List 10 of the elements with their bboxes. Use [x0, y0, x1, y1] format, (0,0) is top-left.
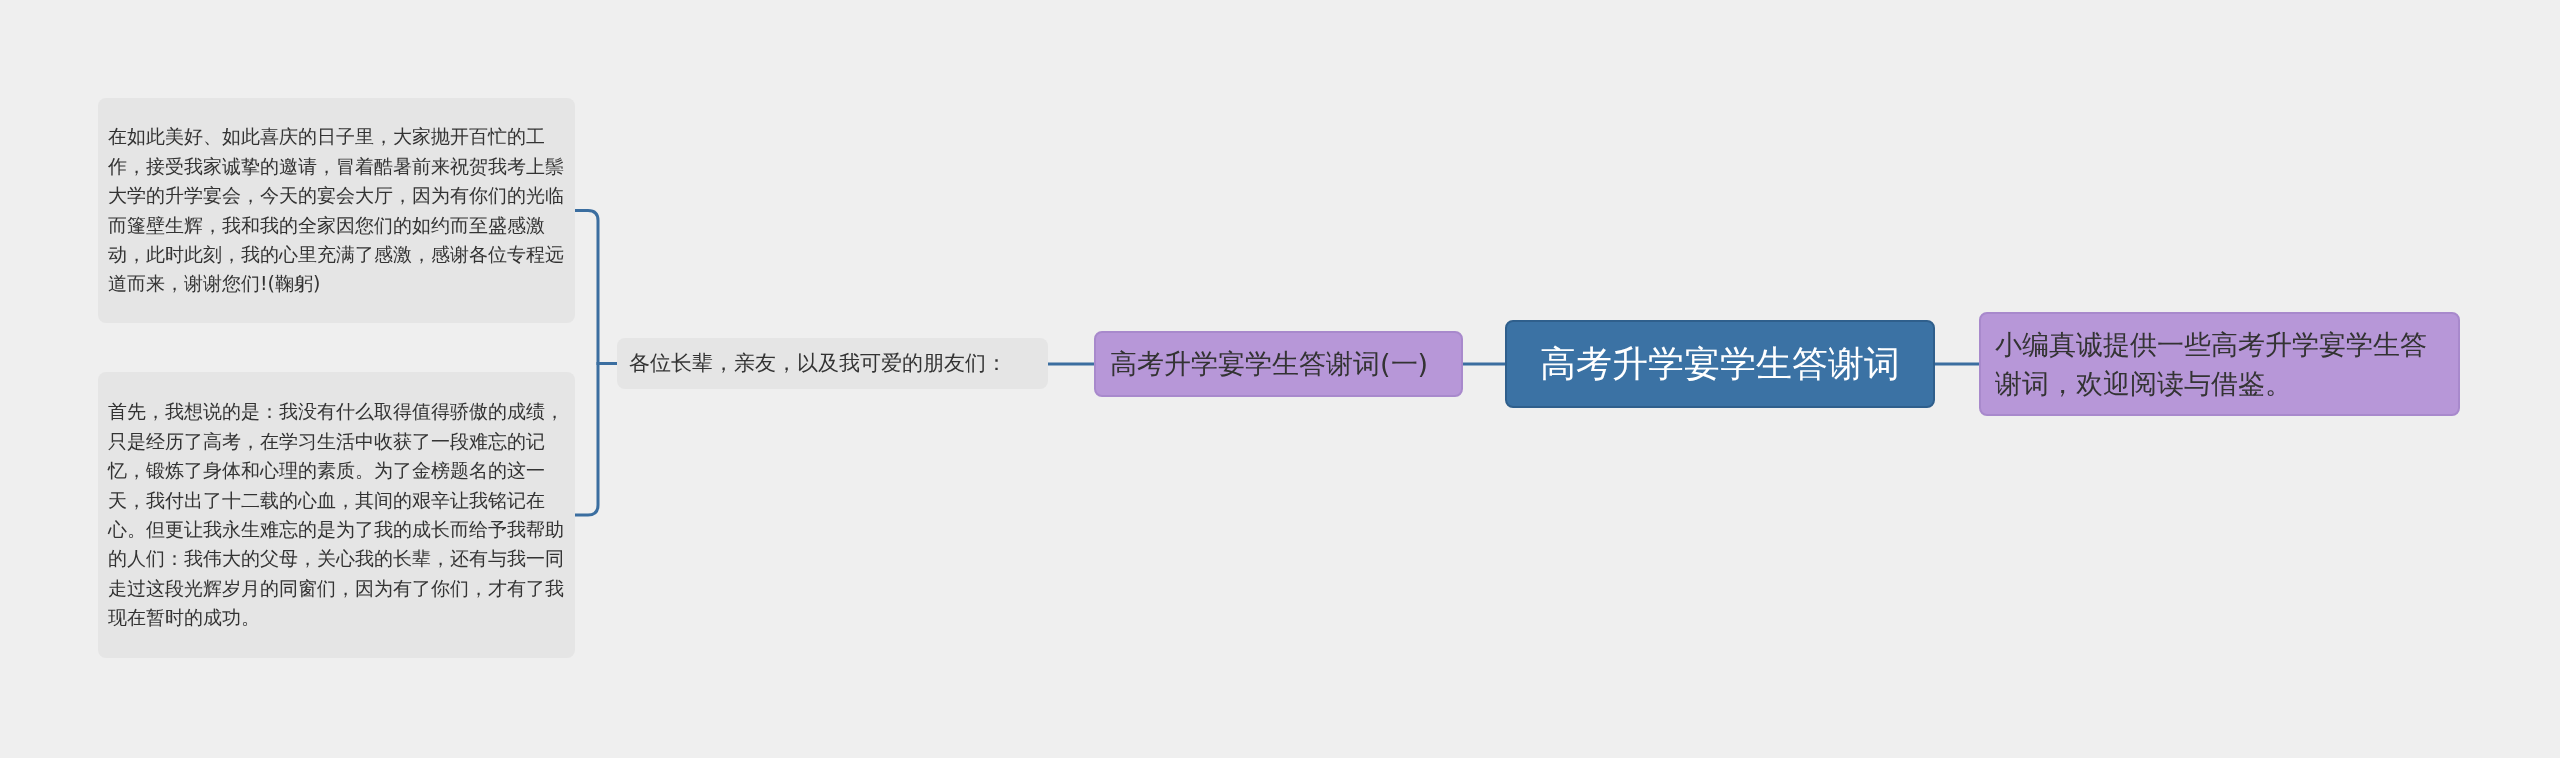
- text-card: 在如此美好、如此喜庆的日子里，大家抛开百忙的工作，接受我家诚挚的邀请，冒着酷暑前来祝贺我考上鬃大学的升学宴会，今天的宴会大厅，因为有你们的光临而篷壁生辉，我和我的全家因您们的如约而至盛感激动，此时此刻，我的心里充满了感激，感谢各位专程远道而来，谢谢您们!(鞠躬): [98, 98, 575, 323]
- connector-line: [1463, 362, 1505, 366]
- connector-line: [1048, 362, 1094, 366]
- text-card: 首先，我想说的是：我没有什么取得值得骄傲的成绩，只是经历了高考，在学习生活中收获了一段难忘的记忆，锻炼了身体和心理的素质。为了金榜题名的这一天，我付出了十二载的心血，其间的艰辛让我铭记在心。但更让我永生难忘的是为了我的成长而给予我帮助的人们：我伟大的父母，关心我的长辈，还有与我一同走过这段光辉岁月的同窗们，因为有了你们，才有了我现在暂时的成功。: [98, 372, 575, 658]
- topic-box: 高考升学宴学生答谢词(一): [1094, 331, 1463, 397]
- connector-line: [575, 362, 617, 517]
- connector-line: [1935, 362, 1979, 366]
- topic-box: 小编真诚提供一些高考升学宴学生答谢词，欢迎阅读与借鉴。: [1979, 312, 2460, 416]
- subtopic-box: 各位长辈，亲友，以及我可爱的朋友们：: [617, 338, 1048, 389]
- central-topic-box: 高考升学宴学生答谢词: [1505, 320, 1935, 408]
